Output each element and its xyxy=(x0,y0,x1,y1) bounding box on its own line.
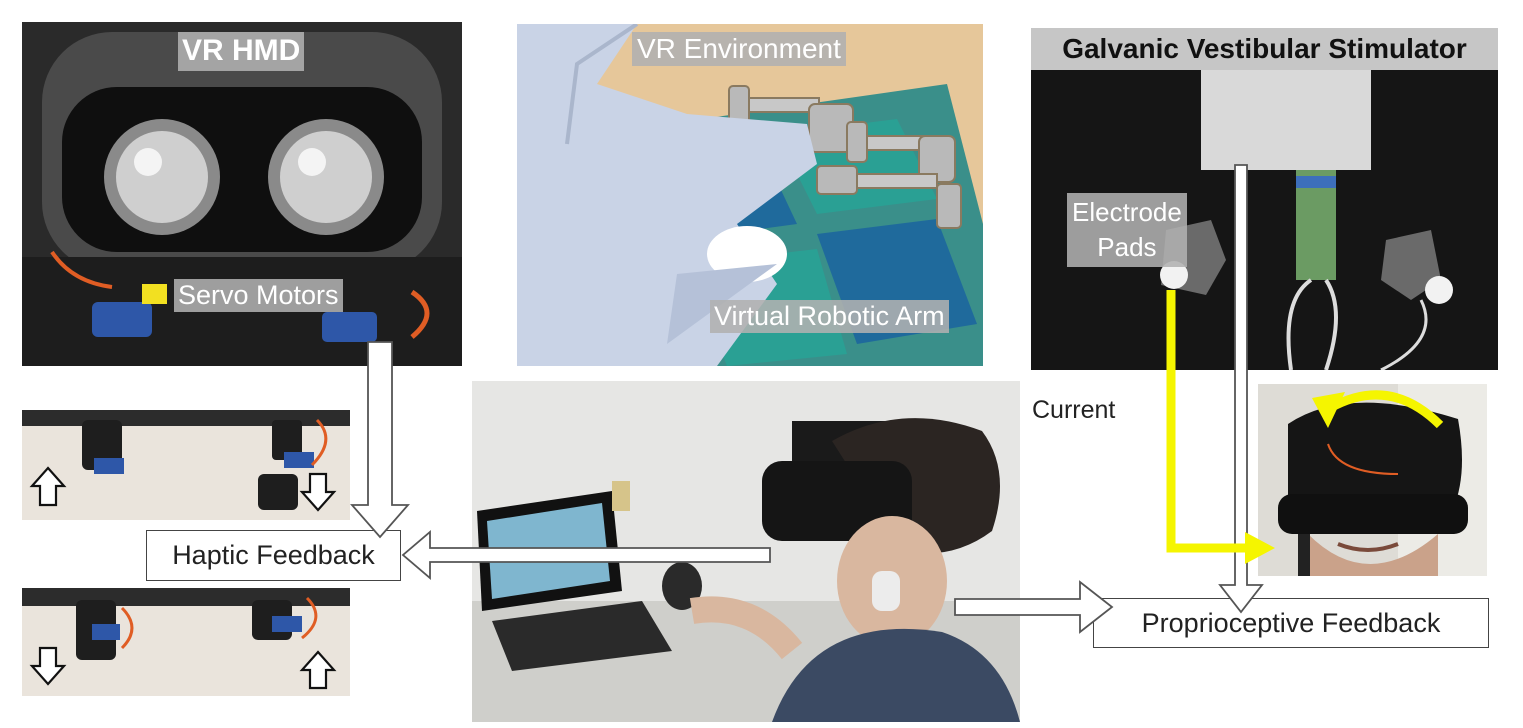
vr-hmd-photo xyxy=(22,22,462,366)
servo-state-bottom-photo xyxy=(22,588,350,696)
servo-state-top-photo xyxy=(22,410,350,520)
current-label: Current xyxy=(1032,396,1116,424)
user-head-gvs-photo xyxy=(1258,384,1487,576)
gvs-title: Galvanic Vestibular Stimulator xyxy=(1031,28,1498,70)
servo-motors-label: Servo Motors xyxy=(174,279,343,313)
electrode-pads-label: Electrode Pads xyxy=(1067,193,1187,268)
electrode-label-line2: Pads xyxy=(1097,232,1157,263)
vr-environment-label: VR Environment xyxy=(632,32,846,67)
hmd-to-haptic-arrow xyxy=(350,341,410,539)
haptic-feedback-box: Haptic Feedback xyxy=(146,530,401,581)
virtual-robotic-arm-label: Virtual Robotic Arm xyxy=(710,300,949,334)
user-desk-photo xyxy=(472,381,1020,722)
proprioceptive-feedback-box: Proprioceptive Feedback xyxy=(1093,598,1489,648)
vr-hmd-label: VR HMD xyxy=(178,32,305,71)
electrode-label-line1: Electrode xyxy=(1072,197,1182,227)
